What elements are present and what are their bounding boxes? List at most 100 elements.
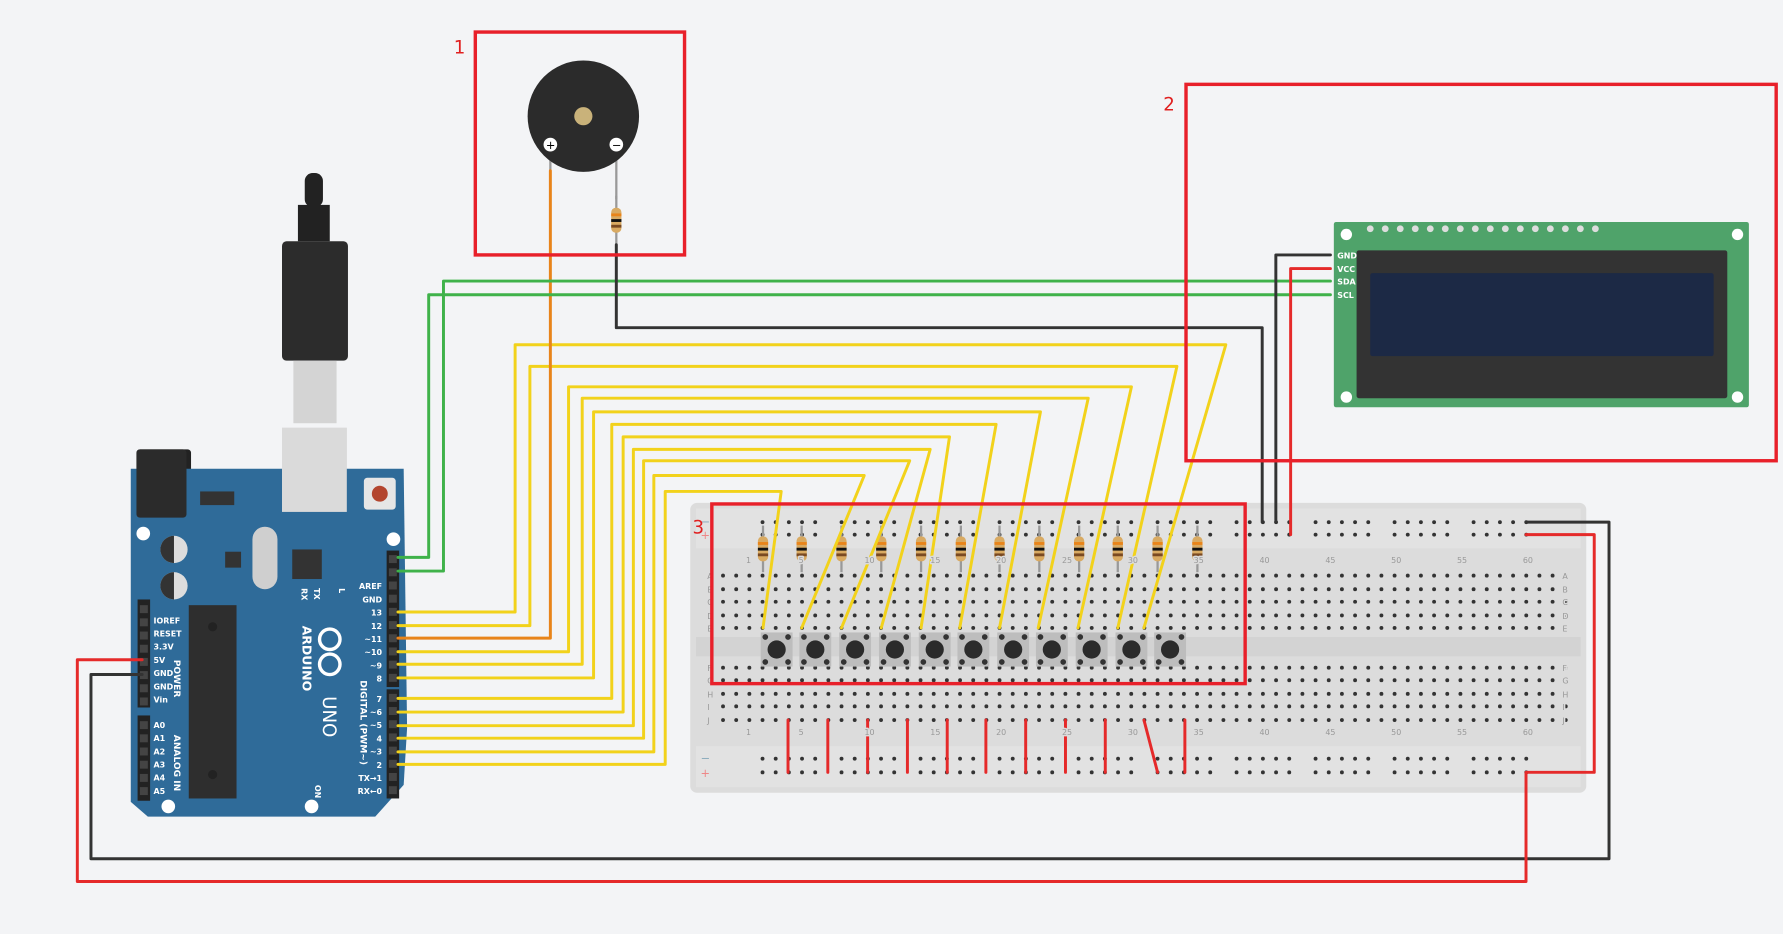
breadboard-hole[interactable] [1537,625,1542,630]
breadboard-hole[interactable] [1300,599,1305,604]
header-pin[interactable] [388,621,397,630]
rail-hole[interactable] [1050,756,1055,761]
breadboard-hole[interactable] [1181,625,1186,630]
breadboard-hole[interactable] [892,691,897,696]
header-pin[interactable] [139,697,148,706]
breadboard-hole[interactable] [773,704,778,709]
breadboard-hole[interactable] [760,704,765,709]
breadboard-hole[interactable] [1260,573,1265,578]
rail-hole[interactable] [773,756,778,761]
breadboard-hole[interactable] [760,599,765,604]
breadboard-hole[interactable] [1287,587,1292,592]
breadboard-hole[interactable] [1432,678,1437,683]
breadboard-hole[interactable] [931,678,936,683]
breadboard-hole[interactable] [1550,704,1555,709]
breadboard-hole[interactable] [1366,587,1371,592]
breadboard-hole[interactable] [1550,587,1555,592]
breadboard-hole[interactable] [1221,704,1226,709]
breadboard-hole[interactable] [892,613,897,618]
breadboard-hole[interactable] [984,587,989,592]
breadboard-hole[interactable] [1537,613,1542,618]
breadboard-hole[interactable] [1010,587,1015,592]
breadboard-hole[interactable] [984,691,989,696]
breadboard-hole[interactable] [1353,665,1358,670]
breadboard-hole[interactable] [1458,573,1463,578]
breadboard-hole[interactable] [1484,691,1489,696]
header-pin[interactable] [139,734,148,743]
breadboard-hole[interactable] [1418,587,1423,592]
breadboard-hole[interactable] [1102,587,1107,592]
header-pin[interactable] [388,634,397,643]
breadboard-hole[interactable] [1511,625,1516,630]
rail-hole[interactable] [1445,756,1450,761]
breadboard-hole[interactable] [1208,704,1213,709]
rail-hole[interactable] [1432,520,1437,525]
rail-hole[interactable] [1445,532,1450,537]
breadboard-hole[interactable] [1063,704,1068,709]
breadboard-hole[interactable] [1142,691,1147,696]
breadboard-hole[interactable] [958,665,962,670]
breadboard-hole[interactable] [1208,587,1213,592]
breadboard-hole[interactable] [1366,691,1371,696]
rail-hole[interactable] [1497,520,1502,525]
rail-hole[interactable] [1511,520,1516,525]
breadboard-hole[interactable] [800,718,804,722]
breadboard-hole[interactable] [944,613,949,618]
breadboard-hole[interactable] [1010,691,1015,696]
breadboard-hole[interactable] [1234,625,1239,630]
rail-hole[interactable] [1208,520,1213,525]
breadboard-hole[interactable] [984,599,989,604]
breadboard-hole[interactable] [1274,613,1279,618]
breadboard-hole[interactable] [1458,718,1463,722]
breadboard-hole[interactable] [1445,587,1450,592]
breadboard-hole[interactable] [1563,718,1568,722]
rail-hole[interactable] [1471,520,1476,525]
breadboard-hole[interactable] [1563,678,1568,683]
breadboard-hole[interactable] [1339,704,1344,709]
breadboard-hole[interactable] [1076,678,1081,683]
breadboard-hole[interactable] [1142,678,1147,683]
rail-hole[interactable] [1484,756,1489,761]
rail-hole[interactable] [1247,756,1252,761]
header-pin[interactable] [388,647,397,656]
breadboard-hole[interactable] [1155,613,1160,618]
rail-hole[interactable] [1089,770,1094,775]
pull-resistor[interactable] [1152,525,1163,573]
breadboard-hole[interactable] [1181,691,1186,696]
breadboard-hole[interactable] [1155,691,1160,696]
breadboard-hole[interactable] [1339,691,1344,696]
rail-hole[interactable] [1010,520,1015,525]
breadboard-hole[interactable] [1471,587,1476,592]
breadboard-hole[interactable] [931,691,936,696]
breadboard-hole[interactable] [1247,573,1252,578]
breadboard-hole[interactable] [786,625,791,630]
breadboard-hole[interactable] [1129,665,1134,670]
breadboard-hole[interactable] [786,599,791,604]
breadboard-hole[interactable] [918,599,923,604]
rail-hole[interactable] [1287,756,1292,761]
breadboard-hole[interactable] [1300,704,1305,709]
pushbutton[interactable] [760,632,793,667]
buzzer-wire-pin-11[interactable] [396,169,552,640]
rail-hole[interactable] [1432,532,1437,537]
breadboard-hole[interactable] [1221,691,1226,696]
breadboard-hole[interactable] [918,718,923,722]
breadboard-hole[interactable] [1116,691,1120,696]
pull-resistor[interactable] [915,525,927,573]
breadboard-hole[interactable] [1010,678,1015,683]
breadboard-hole[interactable] [1550,691,1555,696]
button-wire-pin-12[interactable] [396,364,1179,630]
breadboard-hole[interactable] [760,587,765,592]
breadboard-hole[interactable] [1168,625,1173,630]
breadboard-hole[interactable] [1432,718,1437,722]
breadboard-hole[interactable] [1405,665,1410,670]
breadboard-hole[interactable] [1432,665,1437,670]
breadboard-hole[interactable] [1458,587,1463,592]
breadboard-hole[interactable] [1287,599,1292,604]
breadboard-hole[interactable] [839,691,844,696]
breadboard-hole[interactable] [944,625,949,630]
rail-hole[interactable] [760,520,765,525]
breadboard-hole[interactable] [1274,573,1279,578]
breadboard-hole[interactable] [1537,587,1542,592]
breadboard-hole[interactable] [1524,691,1529,696]
